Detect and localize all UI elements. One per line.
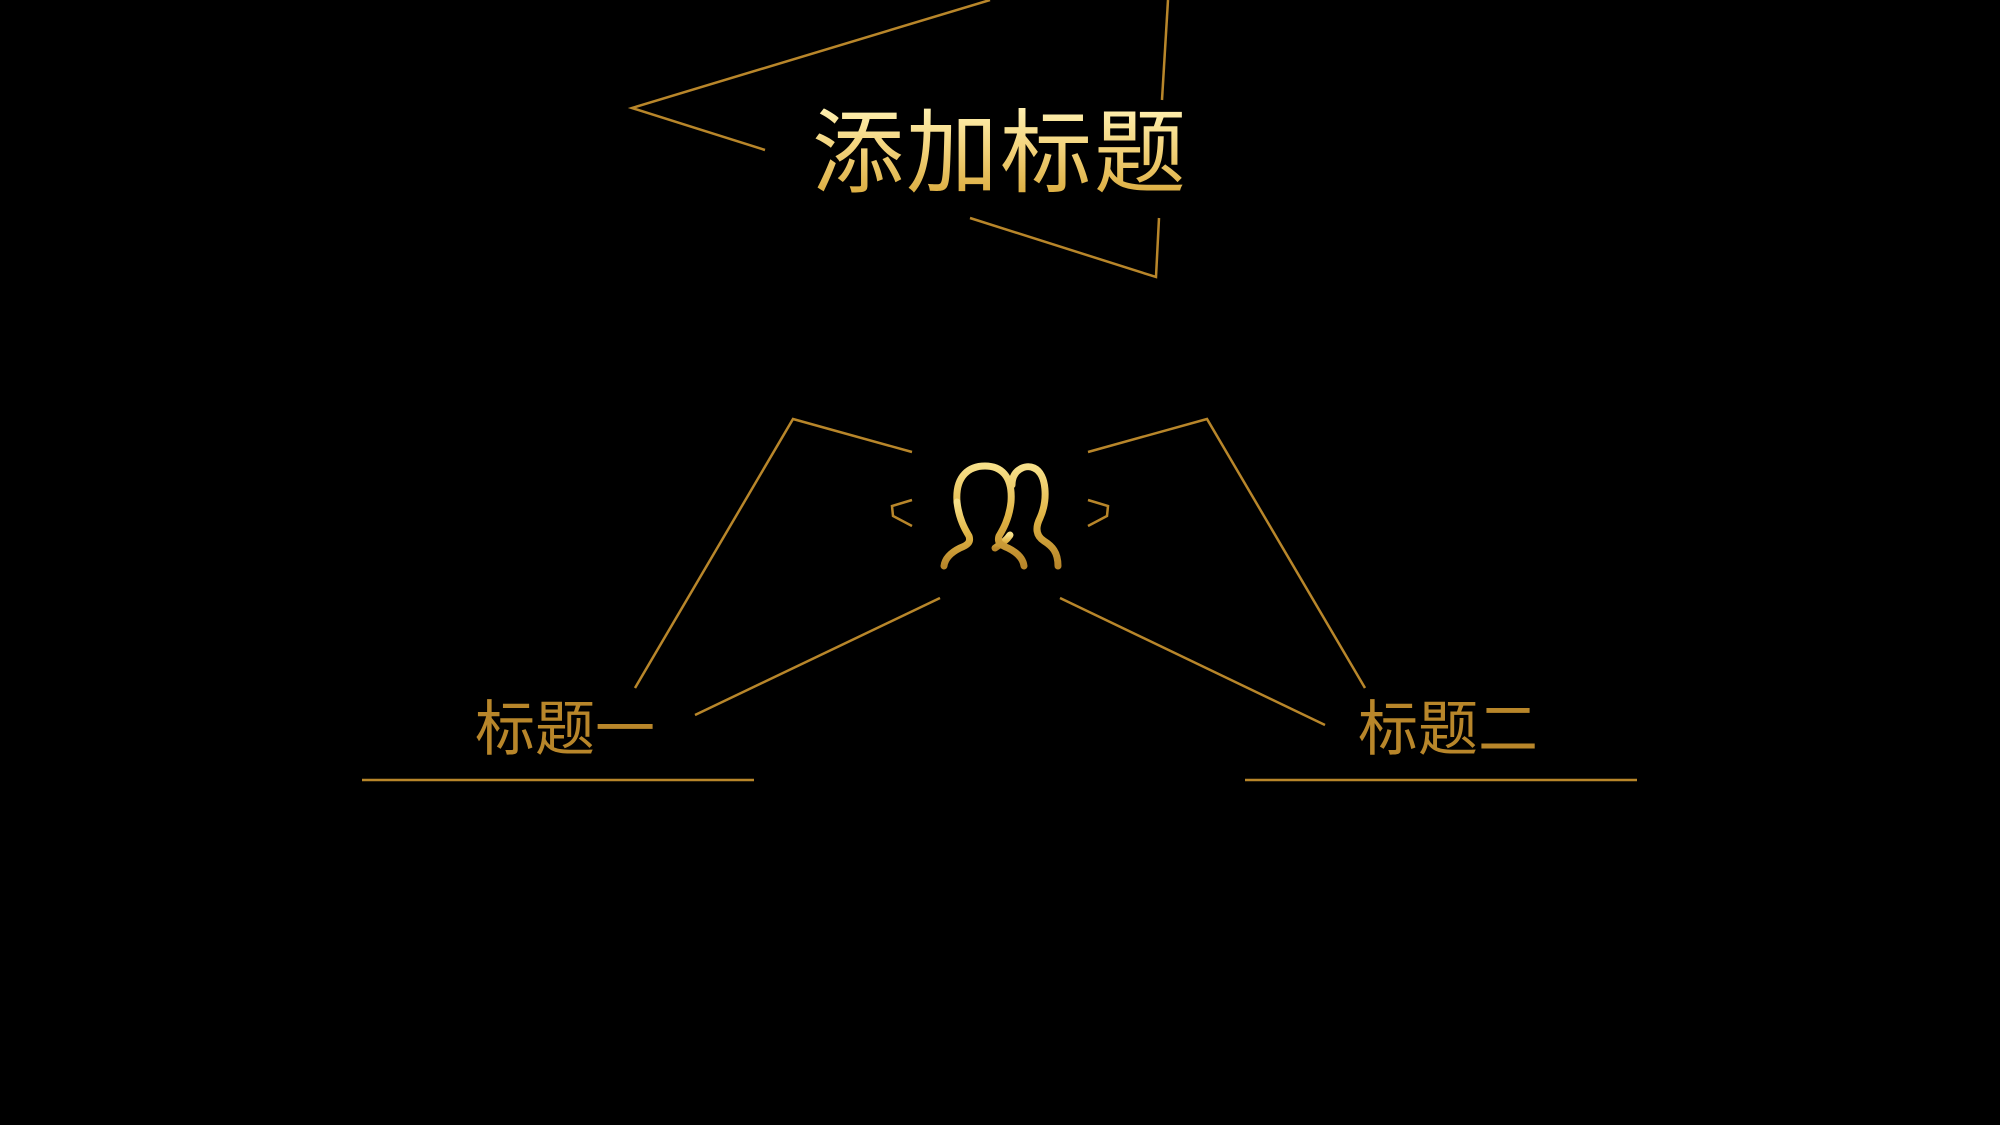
left-connector: [362, 417, 941, 782]
page-title: 添加标题: [700, 108, 1300, 200]
subtitle-one: 标题一: [475, 695, 655, 765]
subtitle-two: 标题二: [1358, 695, 1538, 765]
right-connector: [1059, 417, 1637, 782]
users-group-icon: [940, 462, 1062, 570]
title-frame: [627, 0, 1170, 279]
icon-brackets: [890, 498, 1110, 528]
